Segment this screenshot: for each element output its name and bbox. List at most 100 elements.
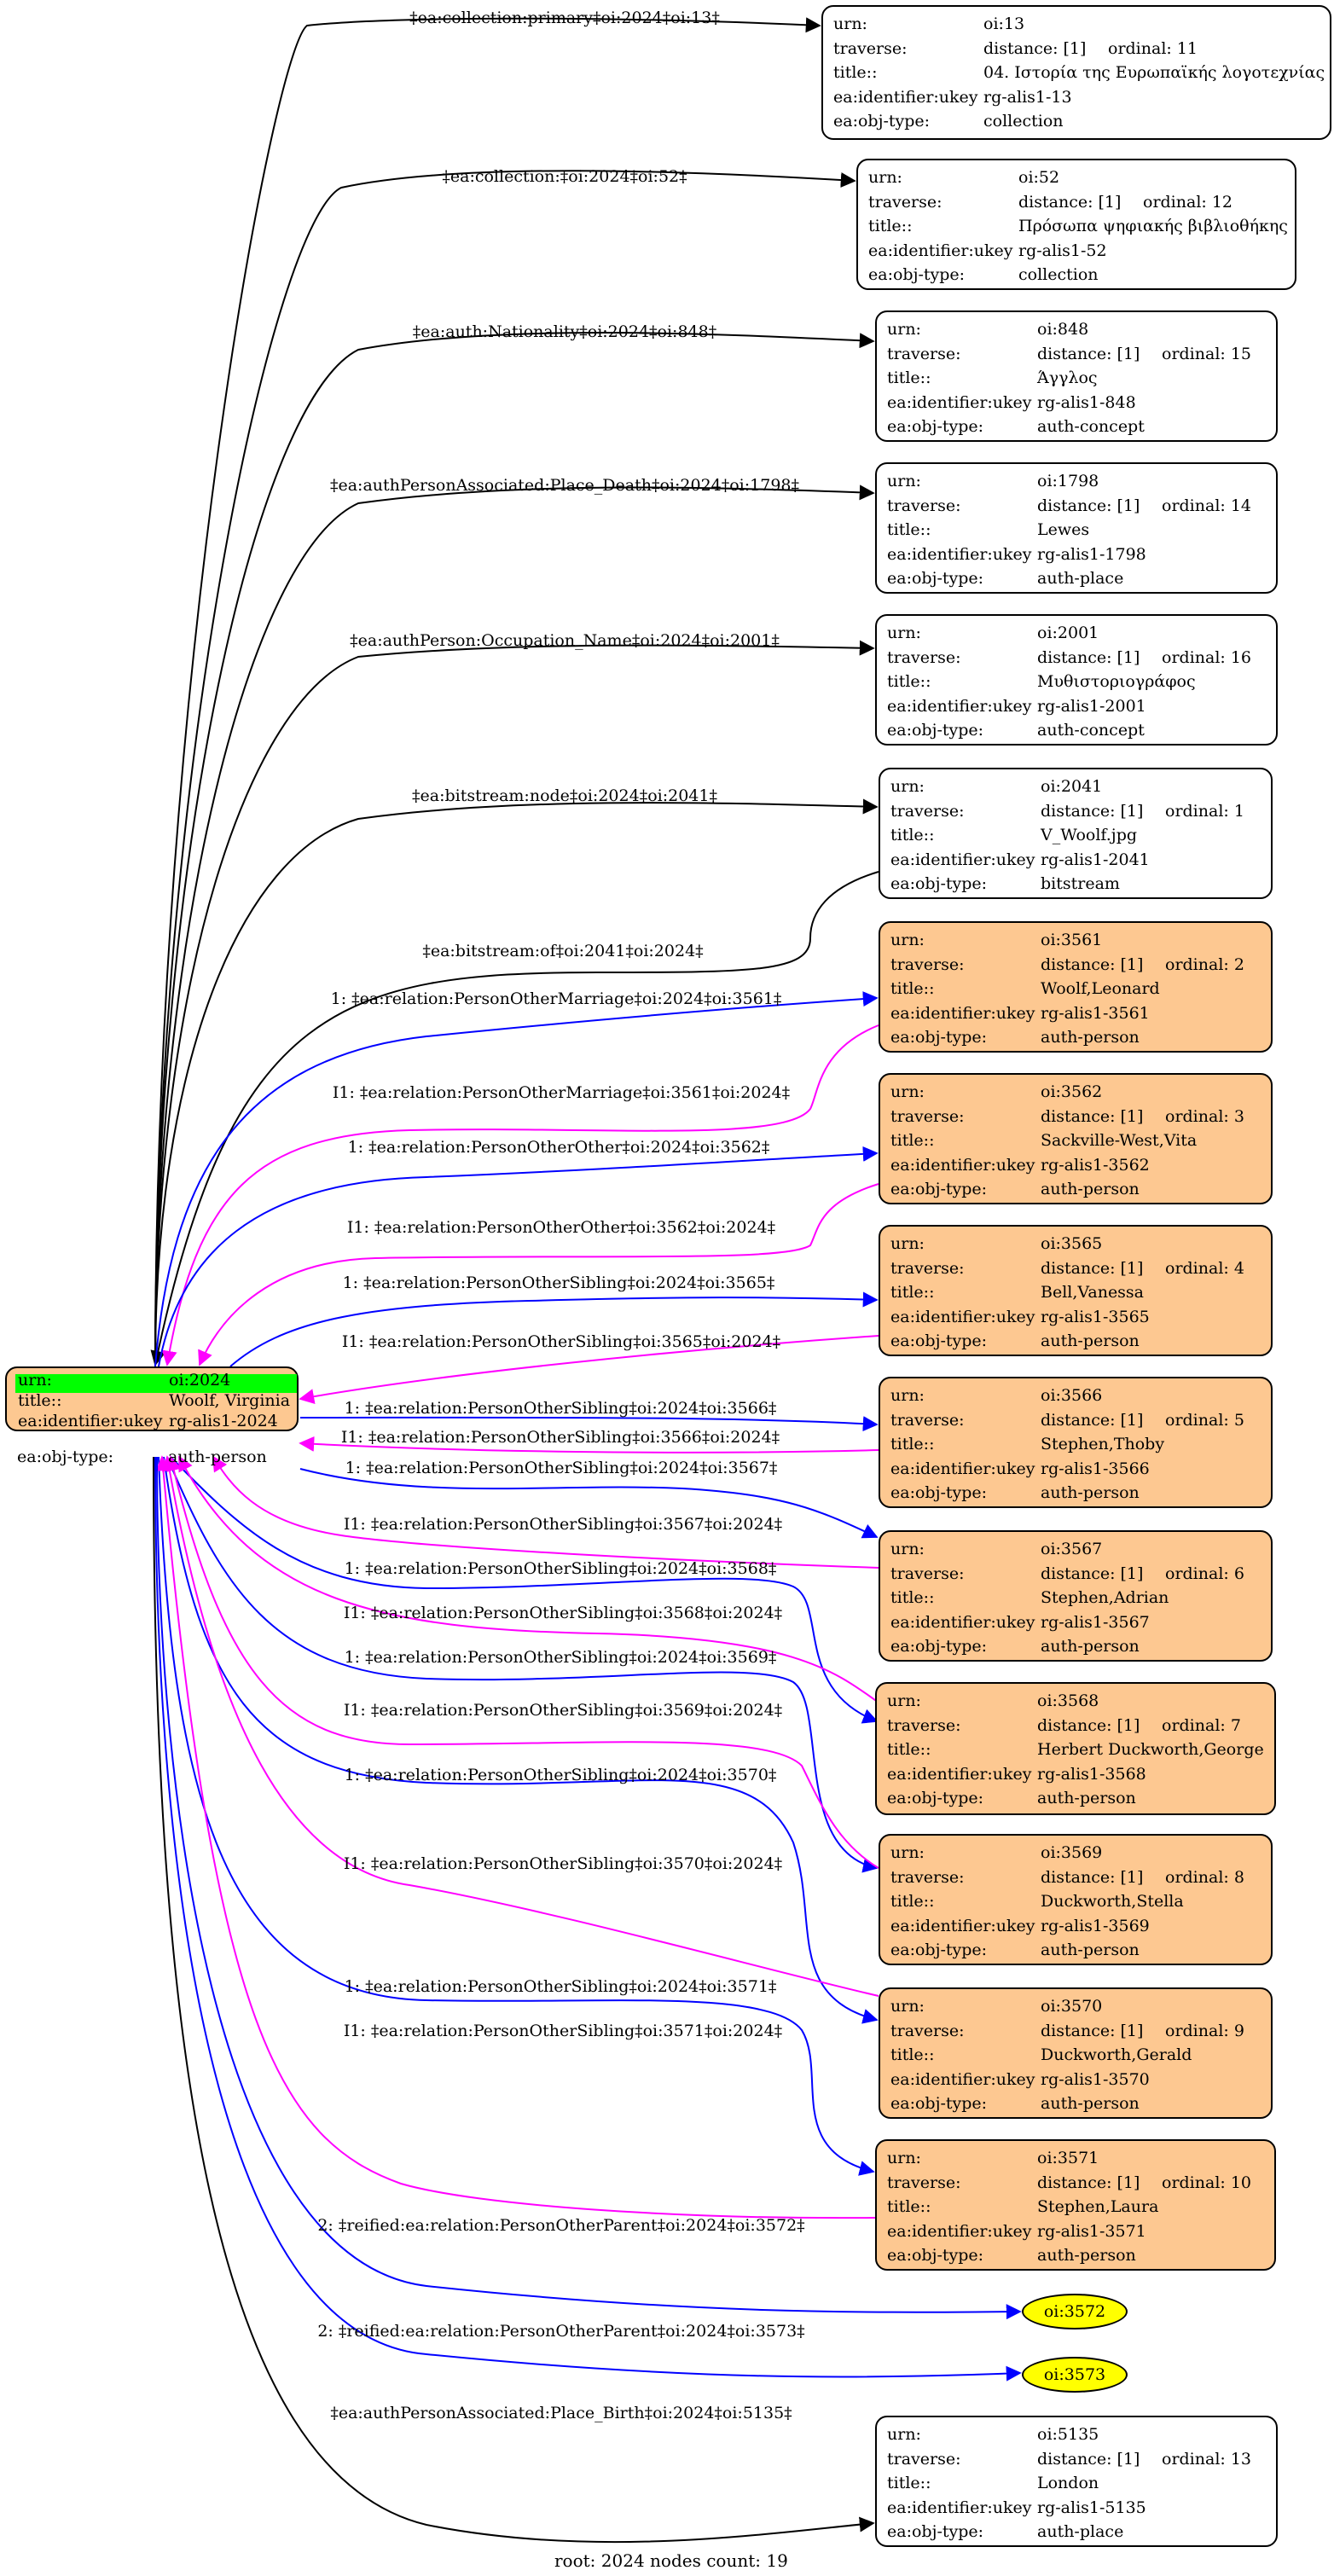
root-objtype-key: ea:obj-type: (17, 1448, 114, 1466)
ukey-key: ea:identifier:ukey (887, 2221, 1032, 2241)
ukey-value: rg-alis1-848 (1037, 392, 1136, 412)
edge-label: I1: ‡ea:relation:PersonOtherSibling‡oi:3… (343, 2022, 783, 2040)
ukey-key: ea:identifier:ukey (890, 2069, 1035, 2089)
urn-key: urn: (887, 624, 921, 642)
title-value: Bell,Vanessa (1041, 1283, 1145, 1302)
urn-key: urn: (890, 777, 925, 796)
objtype-key: ea:obj-type: (890, 2094, 988, 2113)
edge-label: 1: ‡ea:relation:PersonOtherOther‡oi:2024… (347, 1138, 770, 1157)
ukey-value: rg-alis1-3568 (1037, 1764, 1146, 1784)
graph-node-oi-3573[interactable]: oi:3573 (1022, 2357, 1128, 2393)
objtype-key: ea:obj-type: (890, 1180, 988, 1198)
edge-label: I1: ‡ea:relation:PersonOtherSibling‡oi:3… (343, 1604, 783, 1622)
title-value: Duckworth,Stella (1041, 1892, 1184, 1911)
ukey-value: rg-alis1-3566 (1041, 1459, 1150, 1478)
root-urn-highlight (15, 1374, 297, 1393)
urn-value: oi:2001 (1037, 624, 1099, 642)
title-value: Duckworth,Gerald (1041, 2045, 1192, 2064)
distance-value: distance: [1] (983, 38, 1087, 58)
edge-nationality (154, 332, 875, 1367)
distance-value: distance: [1] (1041, 801, 1144, 821)
root-node[interactable]: urn: oi:2024 title:: Woolf, Virginia ea:… (5, 1366, 299, 1431)
ordinal-value: ordinal: 12 (1143, 192, 1233, 212)
traverse-key: traverse: (887, 647, 961, 667)
ukey-key: ea:identifier:ukey (833, 87, 978, 107)
ukey-value: rg-alis1-1798 (1037, 544, 1146, 564)
footer-node-count: root: 2024 nodes count: 19 (554, 2550, 788, 2571)
urn-value: oi:3561 (1041, 931, 1103, 949)
objtype-key: ea:obj-type: (887, 417, 984, 436)
urn-value: oi:3571 (1037, 2149, 1099, 2167)
objtype-value: auth-person (1041, 1028, 1140, 1047)
edge-label: 2: ‡reified:ea:relation:PersonOtherParen… (317, 2322, 805, 2341)
ukey-value: rg-alis1-13 (983, 87, 1072, 107)
edge-label: I1: ‡ea:relation:PersonOtherOther‡oi:356… (346, 1218, 776, 1237)
title-value: Πρόσωπα ψηφιακής βιβλιοθήκης (1018, 217, 1288, 235)
title-key: title:: (887, 672, 931, 691)
edge-label: 1: ‡ea:relation:PersonOtherSibling‡oi:20… (342, 1273, 775, 1292)
ordinal-value: ordinal: 16 (1162, 647, 1252, 667)
edge-marriage-in (161, 1024, 879, 1366)
edge-sibling-3568-in (178, 1455, 879, 1703)
urn-key: urn: (887, 320, 921, 339)
traverse-key: traverse: (890, 954, 965, 974)
objtype-key: ea:obj-type: (890, 874, 988, 893)
distance-value: distance: [1] (1037, 1715, 1140, 1735)
graph-node-oi-3572[interactable]: oi:3572 (1022, 2294, 1128, 2329)
distance-value: distance: [1] (1041, 2021, 1144, 2040)
distance-value: distance: [1] (1037, 344, 1140, 363)
objtype-value: bitstream (1041, 874, 1120, 893)
edge-parent-3573 (154, 1456, 1022, 2382)
traverse-key: traverse: (890, 1867, 965, 1887)
ukey-key: ea:identifier:ukey (868, 241, 1013, 260)
ukey-key: ea:identifier:ukey (890, 1916, 1035, 1935)
ordinal-value: ordinal: 4 (1165, 1258, 1244, 1278)
edge-label: 2: ‡reified:ea:relation:PersonOtherParen… (317, 2216, 805, 2235)
urn-value: oi:13 (983, 15, 1025, 33)
urn-key: urn: (833, 15, 867, 33)
ukey-key: ea:identifier:ukey (890, 850, 1035, 869)
ukey-value: rg-alis1-3570 (1041, 2069, 1150, 2089)
edge-label: I1: ‡ea:relation:PersonOtherSibling‡oi:3… (340, 1428, 780, 1447)
edge-sibling-3566-out (299, 1416, 879, 1432)
ukey-value: rg-alis1-3561 (1041, 1003, 1150, 1023)
ukey-key: ea:identifier:ukey (890, 1155, 1035, 1175)
distance-value: distance: [1] (1041, 1867, 1144, 1887)
ukey-key: ea:identifier:ukey (887, 696, 1032, 716)
objtype-key: ea:obj-type: (890, 1028, 988, 1047)
objtype-value: auth-person (1041, 1941, 1140, 1959)
edge-sibling-3571-out (158, 1456, 875, 2176)
edge-label: ‡ea:authPersonAssociated:Place_Birth‡oi:… (330, 2404, 792, 2422)
ukey-key: ea:identifier:ukey (887, 392, 1032, 412)
traverse-key: traverse: (887, 496, 961, 515)
urn-value: oi:52 (1018, 168, 1060, 187)
title-value: Stephen,Adrian (1041, 1588, 1169, 1607)
edge-place-birth (153, 1456, 875, 2544)
title-value: Άγγλος (1037, 368, 1098, 387)
edge-label: 1: ‡ea:relation:PersonOtherMarriage‡oi:2… (330, 989, 782, 1008)
ordinal-value: ordinal: 2 (1165, 954, 1244, 974)
urn-value: oi:3570 (1041, 1997, 1103, 2016)
traverse-key: traverse: (890, 1410, 965, 1430)
ukey-key: ea:identifier:ukey (890, 1307, 1035, 1326)
title-key: title:: (887, 520, 931, 539)
urn-key: urn: (890, 1540, 925, 1558)
urn-key: urn: (868, 168, 902, 187)
objtype-key: ea:obj-type: (887, 2246, 984, 2265)
